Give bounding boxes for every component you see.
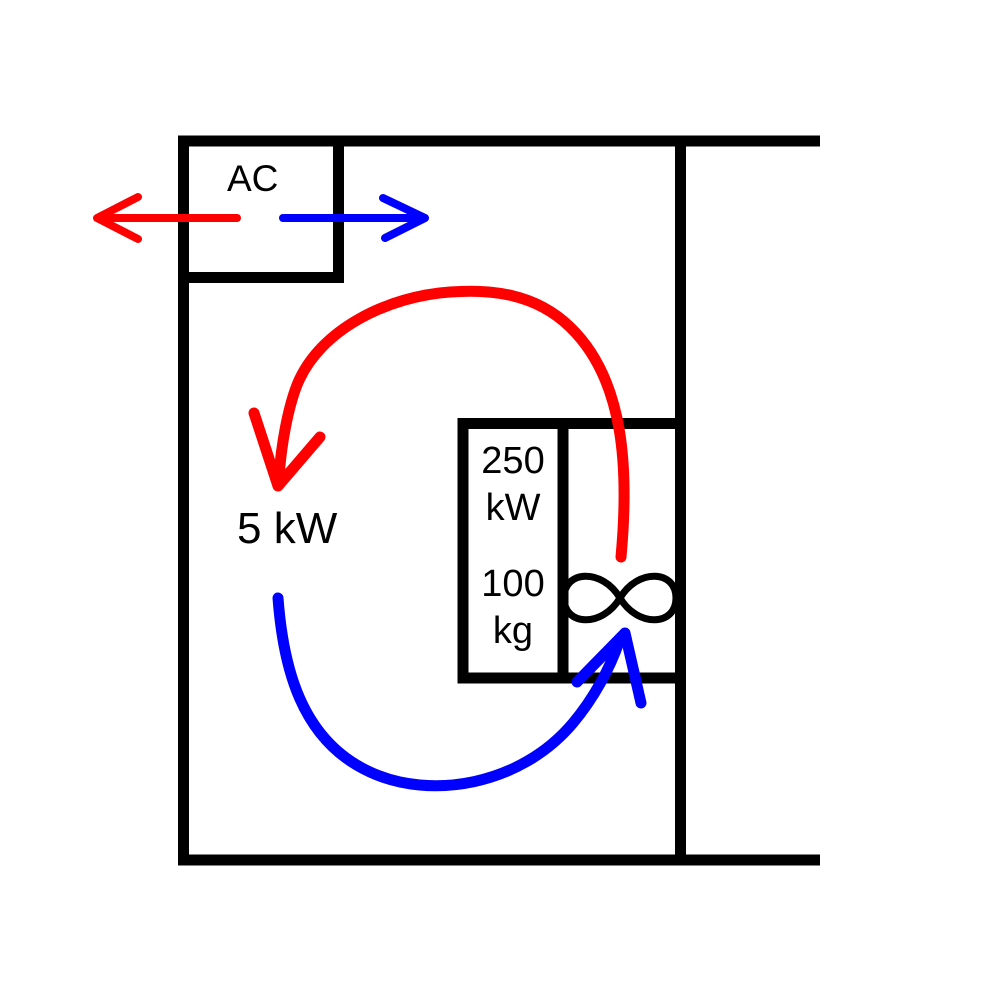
hot-circulation-arrow — [248, 285, 630, 563]
cool-supply-arrow — [279, 194, 429, 242]
device-mass-label: 100 kg — [481, 563, 545, 652]
ac-unit-label: AC — [227, 158, 279, 199]
fan-icon — [560, 572, 680, 624]
cold-circulation-arrow — [272, 592, 647, 792]
ac-unit-box — [178, 136, 344, 283]
cool-supply-arrowhead — [379, 194, 429, 242]
device-box — [457, 418, 686, 684]
device-box-outline — [457, 418, 686, 684]
heat-rejection-arrow — [93, 193, 241, 243]
cold-circulation-arrowhead — [571, 627, 647, 709]
heat-load-label: 5 kW — [237, 504, 338, 553]
device-power-label: 250 kW — [481, 440, 545, 529]
hot-circulation-arrowhead — [248, 407, 326, 492]
hot-circulation-curve — [273, 285, 630, 563]
heat-rejection-arrowhead — [93, 193, 142, 243]
cold-circulation-curve — [272, 592, 625, 792]
